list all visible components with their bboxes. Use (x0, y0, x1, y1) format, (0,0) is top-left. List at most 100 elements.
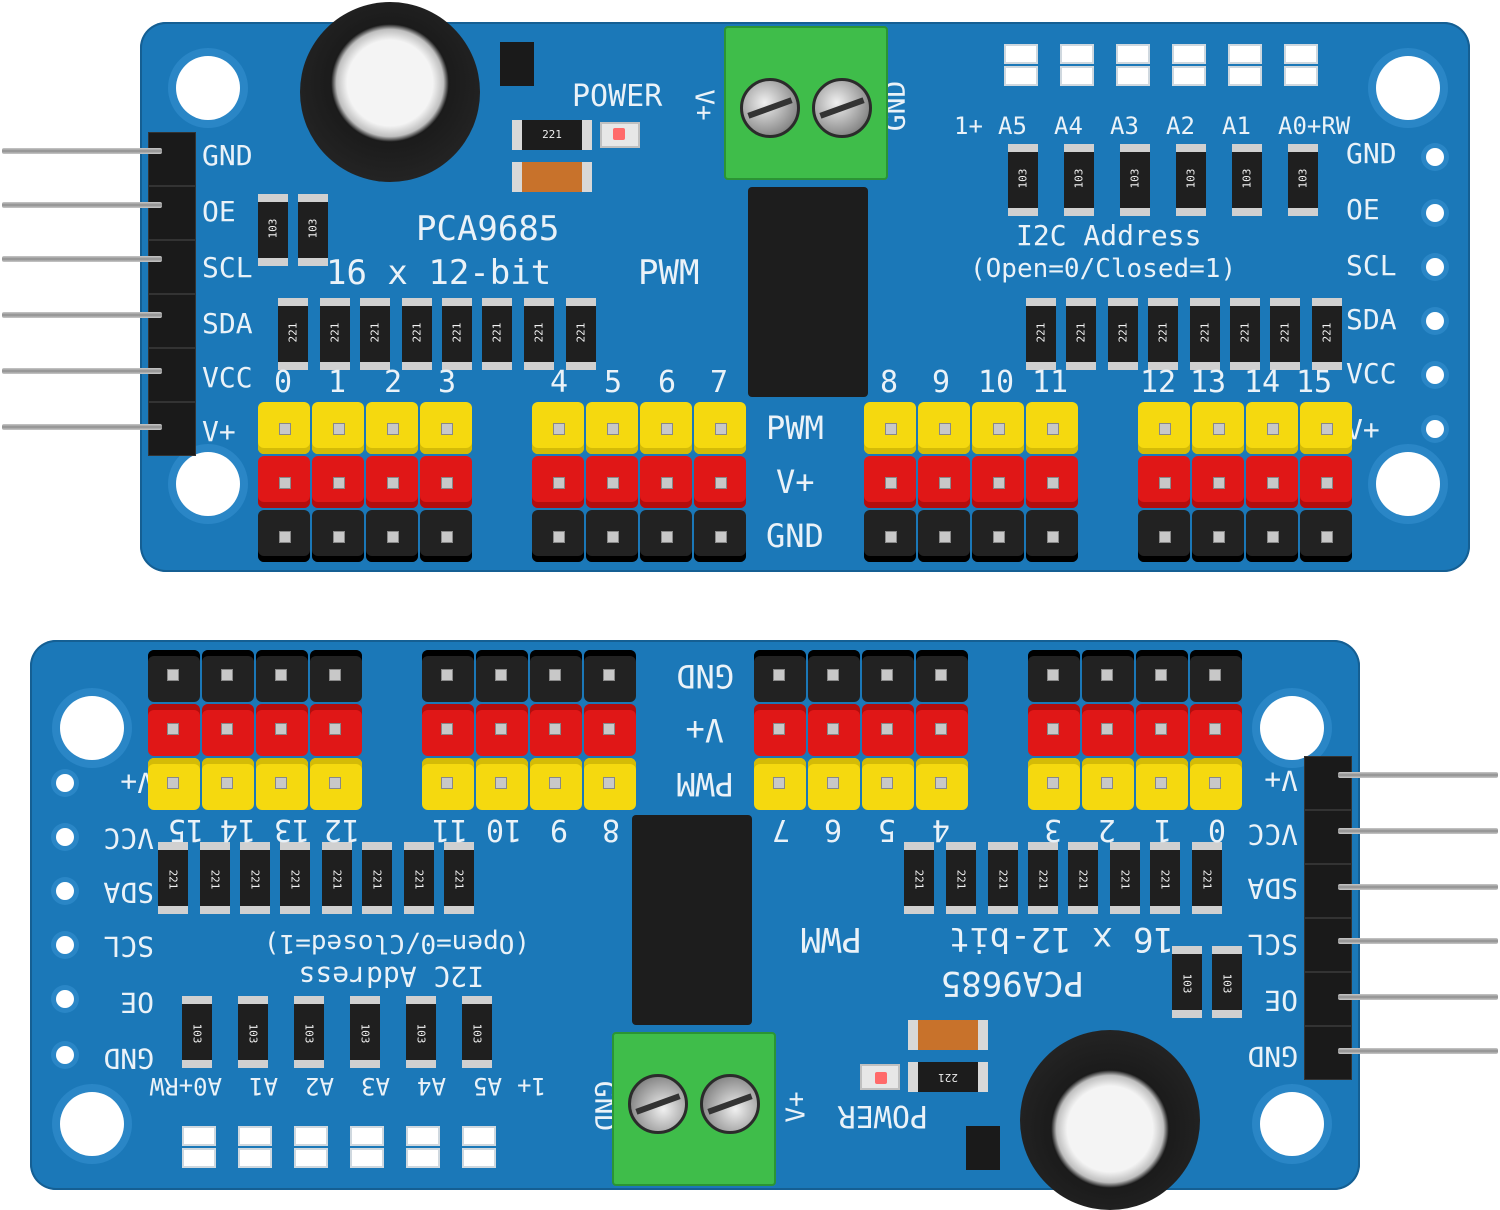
pwm-pin (586, 402, 638, 454)
address-pin-label: A1 (1222, 112, 1251, 140)
pwm-pin (1028, 758, 1080, 810)
header-connector (1304, 864, 1352, 918)
header-label-scl: SCL (1247, 928, 1298, 961)
series-resistor: 221 (1110, 842, 1140, 914)
vplus-pin (862, 704, 914, 756)
header-pad (56, 1046, 74, 1064)
series-resistor: 221 (240, 842, 270, 914)
power-label: POWER (837, 1098, 928, 1133)
address-jumper (1276, 40, 1322, 86)
channel-number: 11 (431, 812, 468, 847)
channel-number: 10 (978, 365, 1015, 400)
subtitle-label: 16 x 12-bit (326, 253, 552, 293)
series-resistor: 221 (158, 842, 188, 914)
vplus-pin (312, 456, 364, 508)
address-pin-label: 1+ (954, 112, 983, 140)
vplus-pin (1246, 456, 1298, 508)
rail-label-vplus: V+ (776, 463, 815, 501)
gnd-pin (422, 650, 474, 702)
gnd-pin (310, 650, 362, 702)
header-connector (148, 132, 196, 186)
series-resistor: 221 (1108, 298, 1138, 370)
pull-resistor: 103 (1008, 144, 1038, 216)
electrolytic-capacitor (300, 2, 480, 182)
header-connector (148, 294, 196, 348)
address-jumper (234, 1126, 280, 1172)
channel-number: 0 (274, 365, 293, 400)
header-pad (1426, 204, 1444, 222)
vplus-pin (258, 456, 310, 508)
channel-number: 14 (1244, 365, 1281, 400)
pwm-pin (148, 758, 200, 810)
smd-resistor: 221 (512, 120, 592, 150)
gnd-pin (1138, 510, 1190, 562)
address-pin-label: A0+RW (149, 1072, 222, 1100)
pca9685-board-top: 221 POWER V+ GND PCA9685 16 x 12-bit PWM… (140, 2, 1470, 572)
gnd-pin (754, 650, 806, 702)
vplus-pin (420, 456, 472, 508)
smd-capacitor (908, 1020, 988, 1050)
pwm-pin (1246, 402, 1298, 454)
series-resistor: 221 (402, 298, 432, 370)
screw-icon (700, 1074, 760, 1134)
channel-number: 5 (877, 812, 896, 847)
channel-number: 6 (658, 365, 677, 400)
pca9685-chip (632, 815, 752, 1025)
vplus-pin (1192, 456, 1244, 508)
vplus-pin (1082, 704, 1134, 756)
gnd-pin (916, 650, 968, 702)
pwm-pin (530, 758, 582, 810)
pwm-pin (366, 402, 418, 454)
address-pin-label: A4 (1054, 112, 1083, 140)
pwm-pin (694, 402, 746, 454)
address-jumper (178, 1126, 224, 1172)
series-resistor: 221 (1192, 842, 1222, 914)
gnd-pin (476, 650, 528, 702)
pwm-pin (258, 402, 310, 454)
header-pad (1426, 366, 1444, 384)
header-label-vplus: V+ (202, 415, 236, 448)
pwm-pin (754, 758, 806, 810)
address-pin-label: A1 (249, 1072, 278, 1100)
pwm-pin (1138, 402, 1190, 454)
channel-number: 8 (880, 365, 899, 400)
series-resistor: 221 (1190, 298, 1220, 370)
header-connector (148, 240, 196, 294)
channel-number: 13 (1190, 365, 1227, 400)
mounting-hole (176, 56, 240, 120)
address-pin-label: A2 (1166, 112, 1195, 140)
address-pin-label: A3 (1110, 112, 1139, 140)
header-pad (1426, 258, 1444, 276)
address-jumper (458, 1126, 504, 1172)
series-resistor: 221 (1068, 842, 1098, 914)
header-label-oe: OE (202, 195, 236, 228)
chip-name-label: PCA9685 (416, 209, 560, 249)
header-label-scl: SCL (103, 930, 154, 963)
address-jumper (290, 1126, 336, 1172)
address-pin-label: 1+ (517, 1072, 546, 1100)
terminal-plus-label: V+ (781, 1091, 812, 1123)
terminal-plus-label: V+ (688, 89, 719, 121)
electrolytic-capacitor (1020, 1030, 1200, 1210)
vplus-pin (422, 704, 474, 756)
gnd-pin (640, 510, 692, 562)
pwm-label: PWM (800, 919, 862, 959)
servo-connector-group (1022, 650, 1242, 810)
series-resistor: 221 (362, 842, 392, 914)
series-resistor: 221 (200, 842, 230, 914)
pwm-pin (808, 758, 860, 810)
i2c-address-title: I2C Address (298, 960, 484, 993)
rail-label-gnd: GND (766, 517, 824, 555)
channel-number: 14 (219, 812, 256, 847)
pwm-pin (640, 402, 692, 454)
rail-label-pwm: PWM (676, 765, 734, 803)
rail-label-pwm: PWM (766, 409, 824, 447)
header-pad (56, 882, 74, 900)
channel-number: 5 (604, 365, 623, 400)
channel-number: 12 (323, 812, 360, 847)
rail-label-gnd: GND (676, 657, 734, 695)
series-resistor: 221 (280, 842, 310, 914)
header-connector (148, 348, 196, 402)
series-resistor: 221 (904, 842, 934, 914)
mounting-hole (176, 452, 240, 516)
